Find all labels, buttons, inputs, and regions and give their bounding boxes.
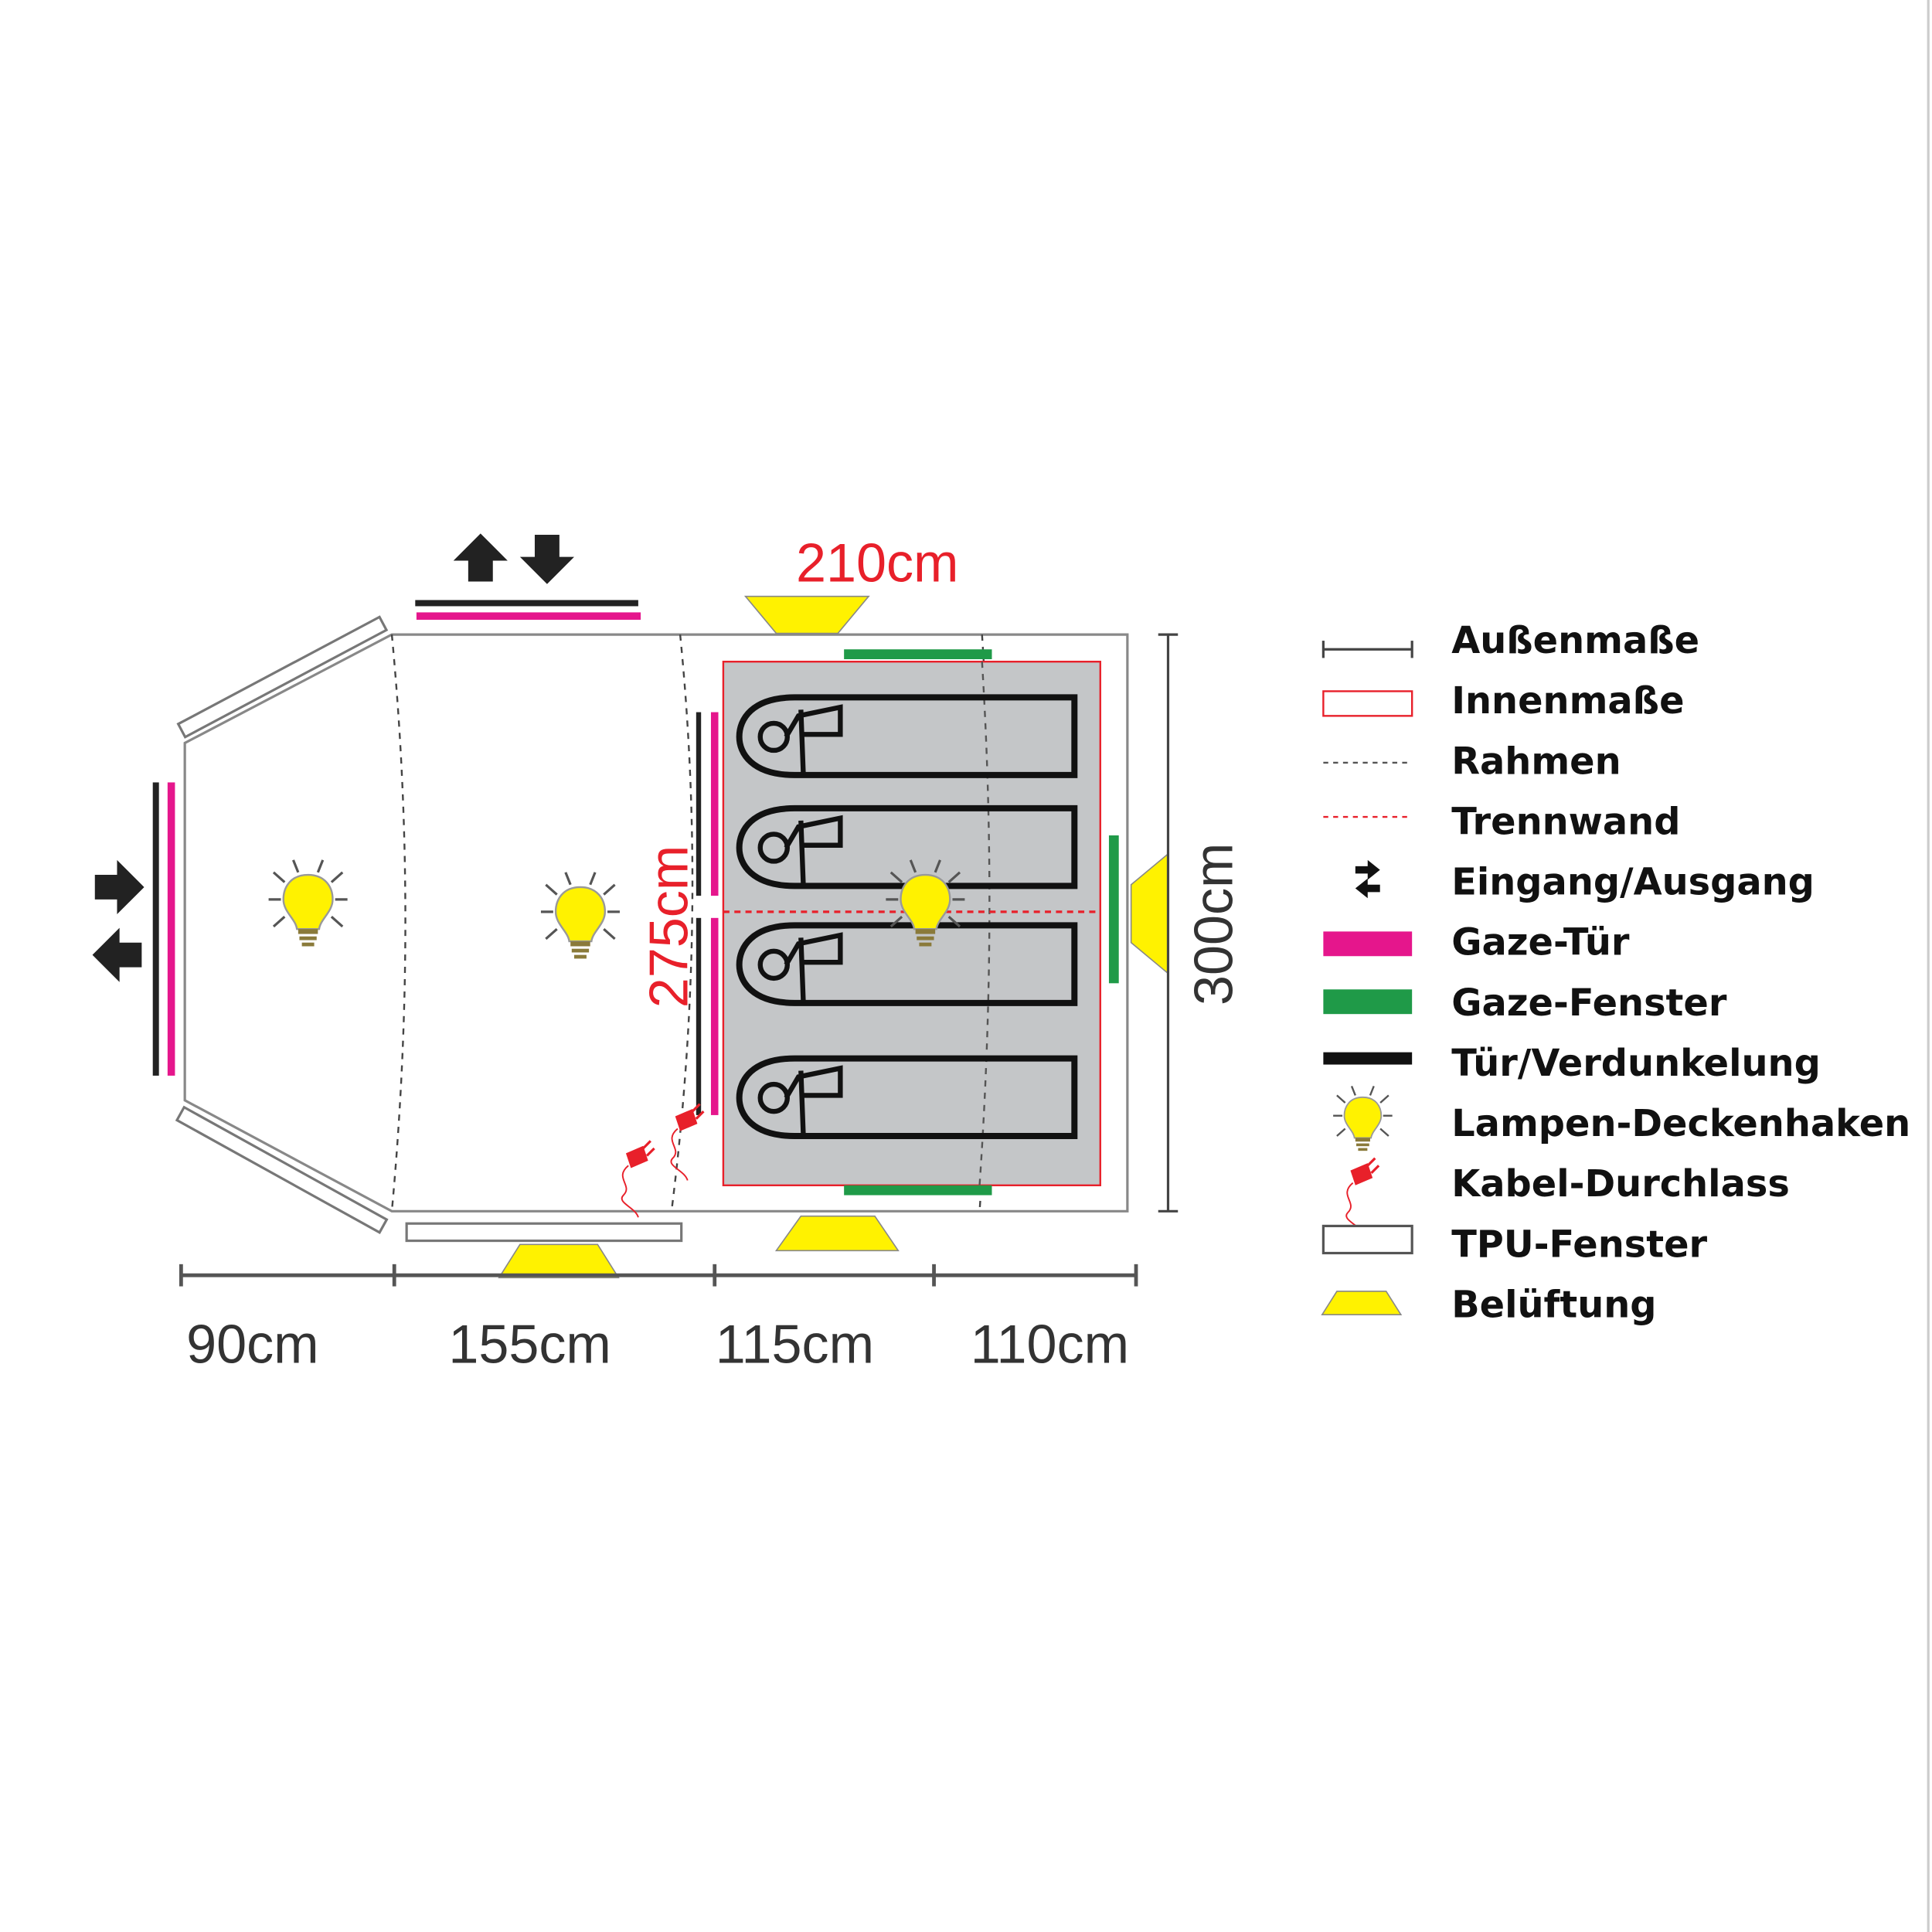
segment-label: 90cm <box>186 1313 319 1374</box>
entrance-arrow-in-icon <box>94 859 145 915</box>
cable-pass-icon <box>1345 1157 1380 1236</box>
outer-dimension-icon <box>1321 641 1413 658</box>
gauze-window-bottom[interactable] <box>844 1185 992 1196</box>
door-blackout-icon <box>1323 1052 1413 1065</box>
legend-label: Kabel-Durchlass <box>1451 1163 1790 1206</box>
inner-door-bottom-blackout[interactable] <box>696 917 702 1115</box>
exit-arrow-down-icon <box>519 534 574 584</box>
lamp-hook-icon <box>267 859 349 948</box>
outer-depth-dimension-line <box>1158 633 1179 1213</box>
inner-door-top-blackout[interactable] <box>696 712 702 896</box>
entrance-arrow-up-icon <box>453 533 508 582</box>
legend-label: Trennwand <box>1451 801 1680 843</box>
top-door-blackout[interactable] <box>415 600 638 607</box>
ventilation-icon <box>1321 1291 1403 1316</box>
segment-label: 110cm <box>971 1313 1129 1374</box>
left-door-blackout[interactable] <box>152 782 159 1076</box>
legend-label: Belüftung <box>1451 1284 1656 1326</box>
vent-right <box>1130 852 1169 975</box>
tpu-window-bottom-left <box>175 1105 389 1234</box>
legend-label: Gaze-Fenster <box>1451 982 1727 1025</box>
gauze-window-top[interactable] <box>844 649 992 659</box>
legend-label: Gaze-Tür <box>1451 922 1630 964</box>
legend-label: Rahmen <box>1451 740 1621 783</box>
legend-label: Eingang/Ausgang <box>1451 862 1815 904</box>
tpu-window-bottom <box>405 1222 683 1243</box>
tpu-window-icon <box>1321 1224 1413 1255</box>
gauze-window-right[interactable] <box>1108 835 1119 984</box>
left-door-gauze[interactable] <box>167 782 175 1076</box>
segment-label: 115cm <box>716 1313 874 1374</box>
inner-depth-label: 275cm <box>638 845 699 1009</box>
legend-label: Lampen-Deckenhaken <box>1451 1103 1910 1145</box>
vent-bottom-right <box>774 1215 900 1252</box>
legend-label: Außenmaße <box>1451 620 1699 662</box>
legend-label: Innenmaße <box>1451 680 1684 723</box>
inner-door-bottom-gauze[interactable] <box>710 917 719 1115</box>
legend: Außenmaße Innenmaße Rahmen Trennwand Ein… <box>1321 620 1910 1326</box>
segment-label: 155cm <box>448 1313 611 1374</box>
length-dimension-line <box>179 1264 1138 1287</box>
lamp-hook-icon <box>539 871 621 961</box>
cable-pass-icon <box>621 1139 656 1219</box>
inner-door-top-gauze[interactable] <box>710 712 719 896</box>
outer-depth-label: 300cm <box>1182 843 1243 1006</box>
top-door-gauze[interactable] <box>416 612 641 620</box>
legend-label: Tür/Verdunkelung <box>1451 1043 1821 1085</box>
gauze-door-icon <box>1323 931 1413 957</box>
gauze-window-icon <box>1323 989 1413 1015</box>
vent-top <box>743 595 870 634</box>
tpu-window-top-left <box>176 615 389 739</box>
vent-bottom-left <box>498 1243 620 1279</box>
legend-label: TPU-Fenster <box>1451 1223 1707 1266</box>
entrance-exit-icon <box>1355 859 1380 899</box>
exit-arrow-out-icon <box>92 927 142 982</box>
lamp-hook-icon <box>1332 1085 1393 1152</box>
inner-dimension-icon <box>1322 690 1413 717</box>
inner-width-label: 210cm <box>796 532 959 594</box>
